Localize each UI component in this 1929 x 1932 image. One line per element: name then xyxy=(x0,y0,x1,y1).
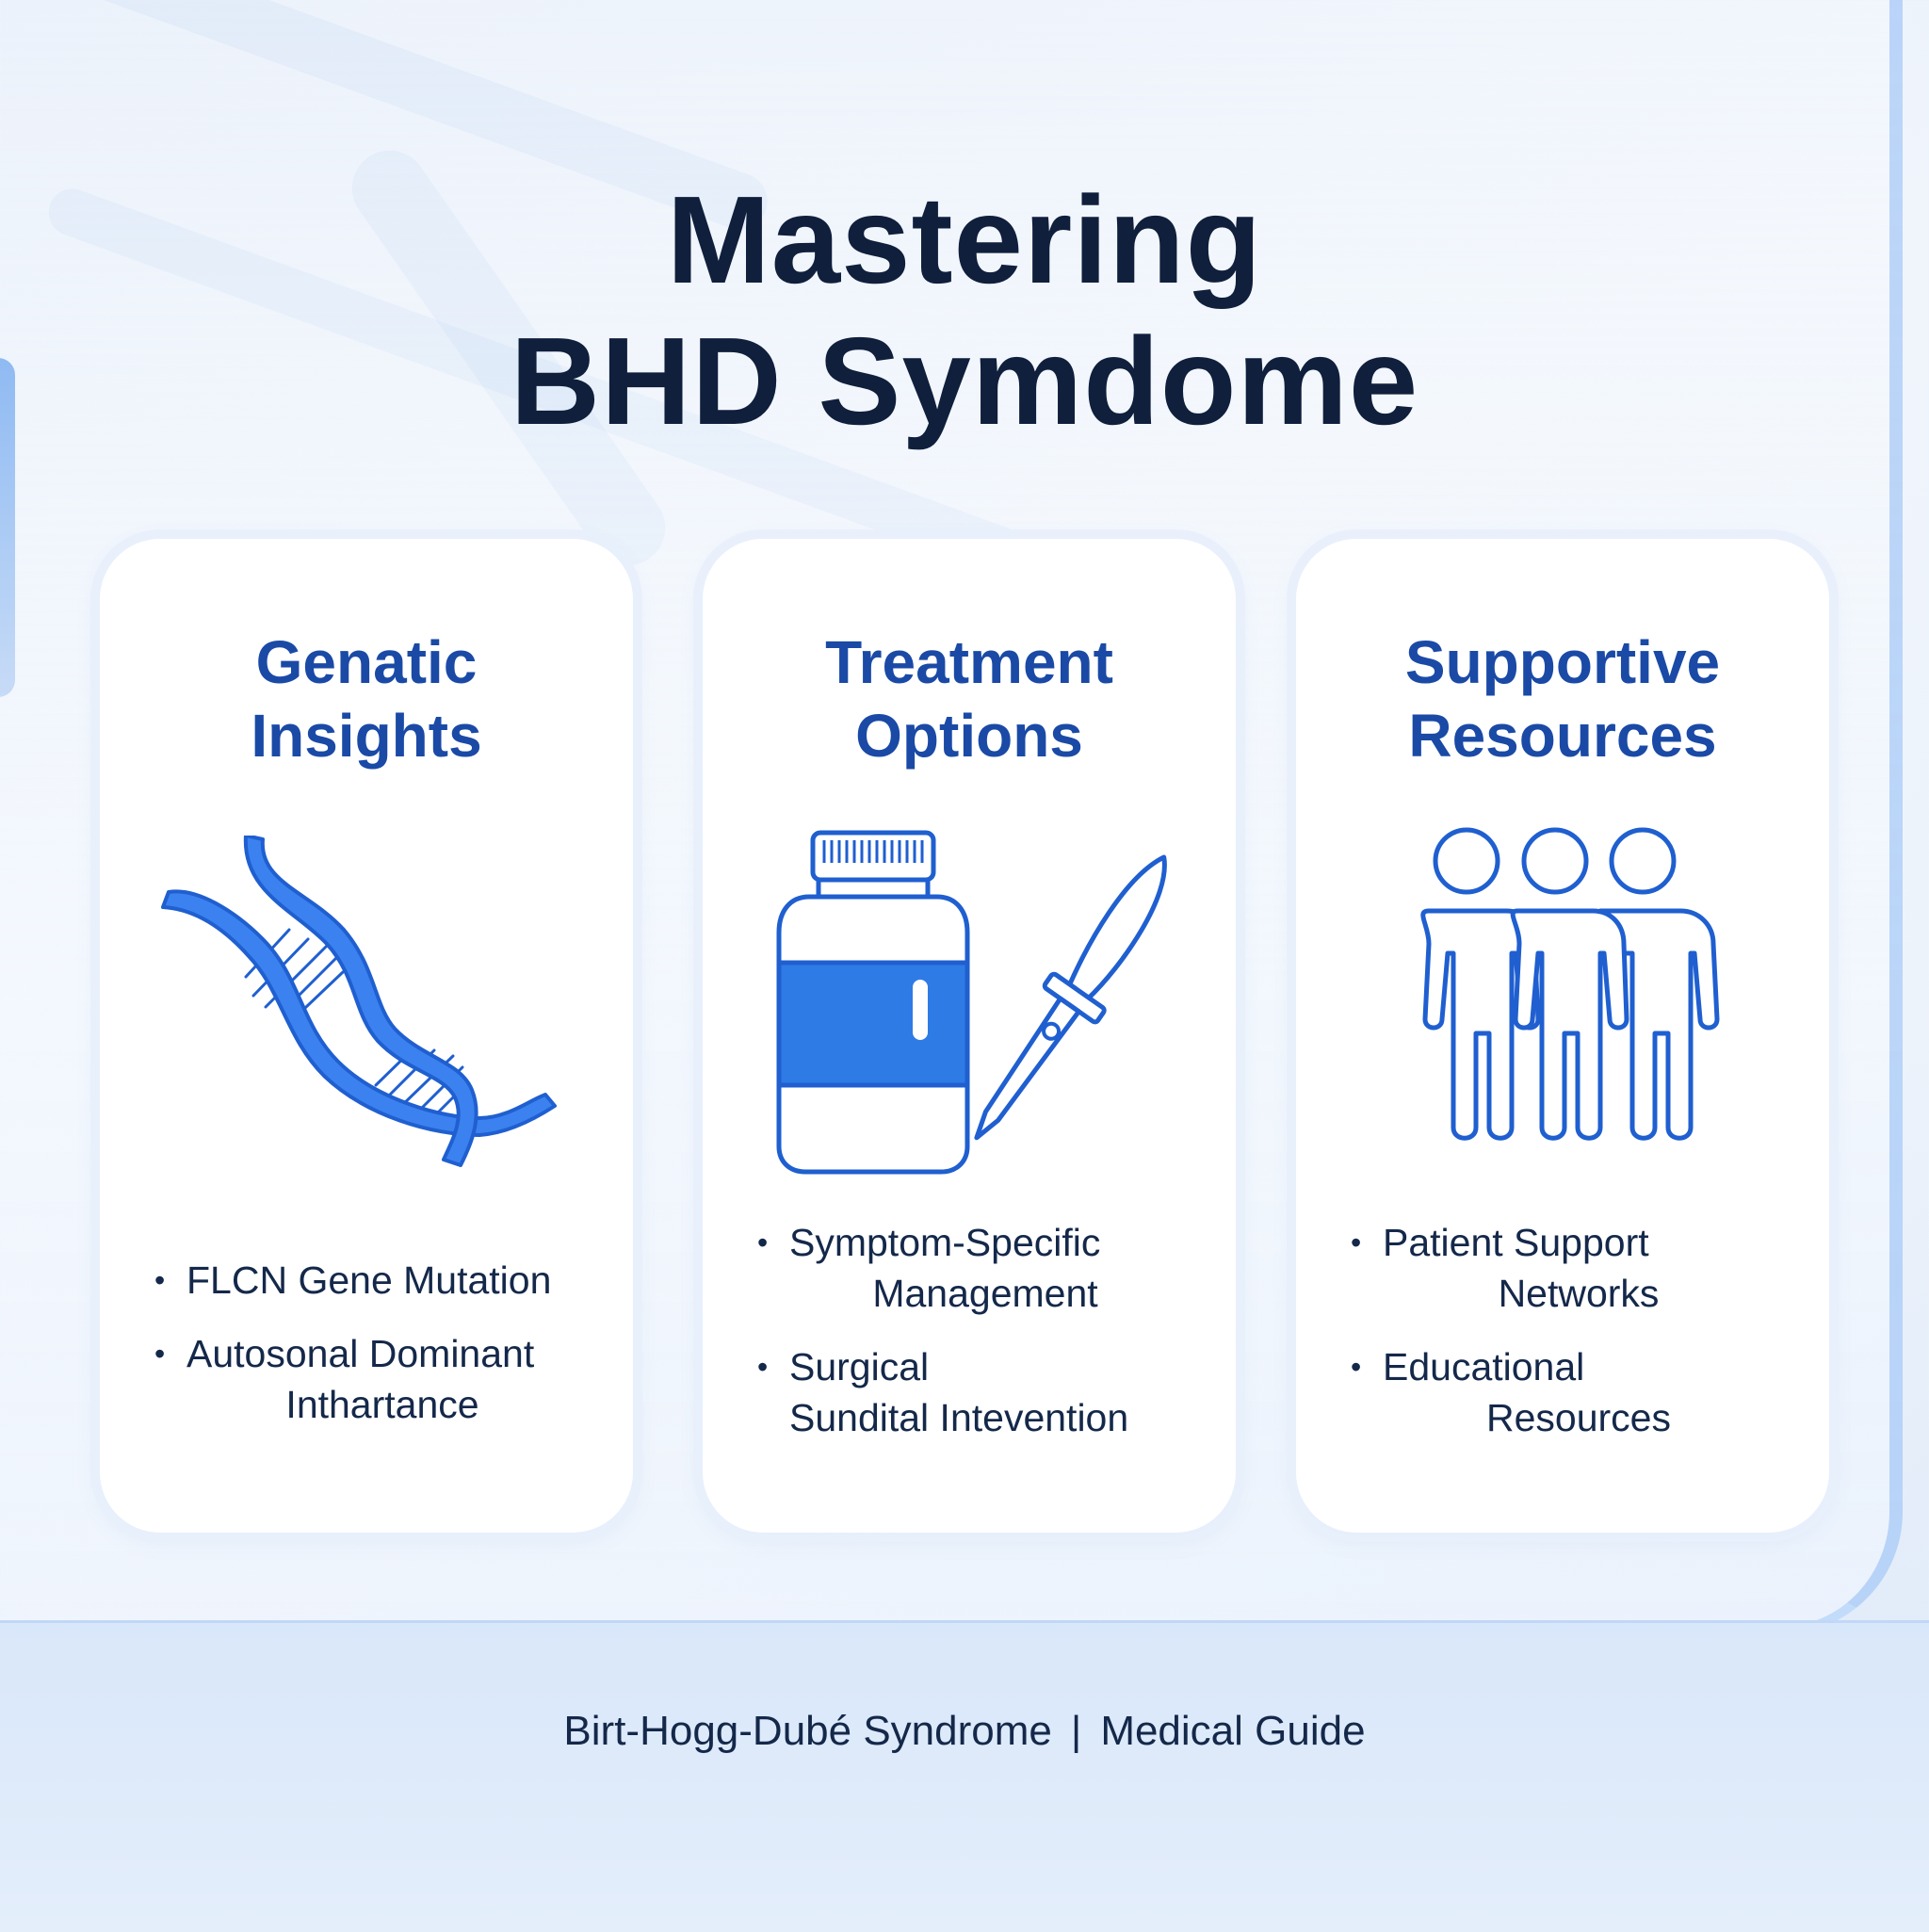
bullet-item: Surgical Sundital Intevention xyxy=(757,1341,1219,1443)
card-title-line-2: Insights xyxy=(251,702,482,770)
card-title: Genatic Insights xyxy=(100,625,633,772)
bullet-text-continued: Inthartance xyxy=(285,1383,479,1426)
bullet-text-continued: Management xyxy=(872,1272,1098,1315)
card-title-line-1: Supportive xyxy=(1404,628,1721,696)
card-title-line-1: Genatic xyxy=(255,628,478,696)
footer-title: Birt-Hogg-Dubé Syndrome xyxy=(563,1708,1052,1754)
page-title: Mastering BHD Symdome xyxy=(0,170,1929,452)
bullet-item: FLCN Gene Mutation xyxy=(154,1255,616,1306)
bullet-text-continued: Networks xyxy=(1498,1272,1660,1315)
people-group-icon xyxy=(1420,827,1720,1141)
bullet-text: Patient Support xyxy=(1383,1221,1649,1264)
card-title: Treatment Options xyxy=(703,625,1236,772)
card-title-line-2: Options xyxy=(855,702,1083,770)
bullet-item: Symptom-Specific Management xyxy=(757,1217,1219,1319)
bullet-text: FLCN Gene Mutation xyxy=(186,1258,552,1302)
bullet-list: Symptom-Specific Management Surgical Sun… xyxy=(757,1217,1219,1462)
bullet-item: Autosonal Dominant Inthartance xyxy=(154,1328,616,1430)
page-title-line-1: Mastering xyxy=(666,170,1263,309)
bullet-text: Symptom-Specific xyxy=(789,1221,1101,1264)
bullet-list: Patient Support Networks Educational Res… xyxy=(1351,1217,1812,1462)
dna-helix-icon xyxy=(161,836,557,1167)
pill-bottle-and-scalpel-icon xyxy=(776,830,1167,1175)
page-title-line-2: BHD Symdome xyxy=(510,312,1419,450)
bullet-list: FLCN Gene Mutation Autosonal Dominant In… xyxy=(154,1255,616,1449)
footer-separator: | xyxy=(1070,1708,1082,1754)
card-supportive-resources: Supportive Resources Patient Support Net… xyxy=(1296,539,1829,1533)
bullet-text: Surgical xyxy=(789,1345,930,1388)
bullet-item: Patient Support Networks xyxy=(1351,1217,1812,1319)
footer-band xyxy=(0,1620,1929,1932)
footer-subtitle: Medical Guide xyxy=(1100,1708,1366,1754)
card-title-line-2: Resources xyxy=(1408,702,1717,770)
bullet-text: Educational xyxy=(1383,1345,1585,1388)
card-title: Supportive Resources xyxy=(1296,625,1829,772)
bullet-text-continued: Sundital Intevention xyxy=(789,1396,1129,1439)
card-treatment-options: Treatment Options xyxy=(703,539,1236,1533)
card-genetic-insights: Genatic Insights xyxy=(100,539,633,1533)
card-title-line-1: Treatment xyxy=(825,628,1113,696)
bullet-text-continued: Resources xyxy=(1486,1396,1671,1439)
bullet-item: Educational Resources xyxy=(1351,1341,1812,1443)
bullet-text: Autosonal Dominant xyxy=(186,1332,535,1375)
footer-caption: Birt-Hogg-Dubé Syndrome | Medical Guide xyxy=(0,1703,1929,1760)
